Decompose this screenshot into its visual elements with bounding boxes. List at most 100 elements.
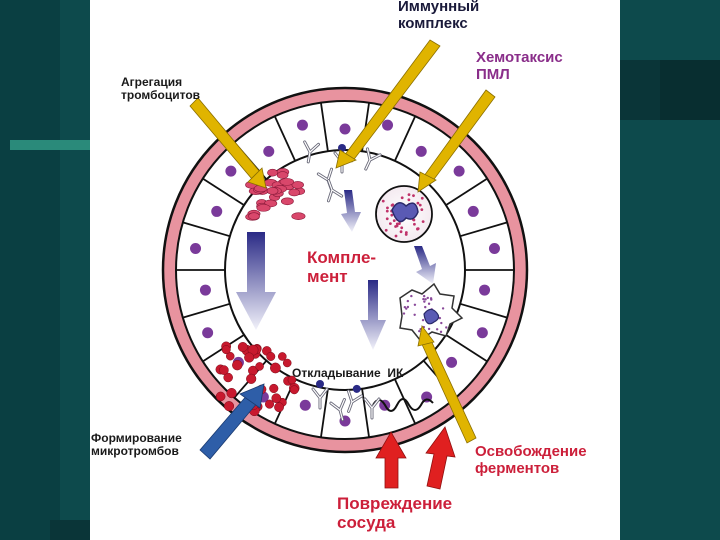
platelet bbox=[291, 212, 306, 220]
microthrombus-cell bbox=[221, 345, 231, 355]
cell-boundary bbox=[445, 334, 488, 363]
antibody bbox=[364, 147, 382, 171]
pointer-enzyme-release bbox=[417, 325, 477, 444]
pointer-vessel-damage-2 bbox=[425, 426, 456, 490]
pointer-chemotaxis bbox=[417, 89, 496, 193]
damaged-endothelium bbox=[372, 398, 434, 412]
background-block-bottom bbox=[50, 520, 90, 540]
vessel-diagram bbox=[161, 39, 529, 490]
pointer-vessel-damage-1 bbox=[375, 431, 407, 489]
cell-nucleus bbox=[446, 356, 458, 368]
process-arrow-complement bbox=[360, 280, 386, 350]
microthrombus-cell bbox=[232, 359, 243, 371]
background-stripe-left bbox=[0, 0, 60, 540]
microthrombus-cell bbox=[223, 401, 235, 412]
cell-nucleus bbox=[225, 165, 237, 177]
microthrombus-cell bbox=[237, 342, 248, 352]
cell-boundary bbox=[273, 115, 296, 162]
cell-boundary bbox=[394, 115, 417, 162]
pointer-immune-complex bbox=[335, 39, 441, 169]
cell-boundary bbox=[182, 302, 231, 319]
platelet-cluster bbox=[245, 168, 306, 221]
antibody bbox=[329, 397, 346, 422]
platelet bbox=[267, 168, 278, 177]
platelet bbox=[276, 171, 289, 179]
endothelial-cell-boundaries bbox=[176, 102, 514, 438]
antibody bbox=[311, 380, 329, 410]
process-arrow-small-1 bbox=[341, 190, 361, 232]
microthrombus-cell bbox=[255, 362, 264, 371]
cell-nucleus bbox=[453, 165, 465, 177]
immune-complexes bbox=[303, 140, 382, 422]
process-arrow-large bbox=[236, 232, 276, 330]
microthrombus-cell bbox=[270, 362, 281, 374]
pointer-platelet-aggregation bbox=[189, 97, 267, 189]
antibody bbox=[327, 179, 344, 203]
microthrombus-cell bbox=[246, 373, 257, 384]
microthrombus-cell bbox=[271, 393, 282, 404]
cell-nucleus bbox=[415, 145, 427, 157]
label-enzyme-release: Освобождение ферментов bbox=[475, 443, 587, 477]
microthrombus-cell bbox=[244, 352, 255, 363]
microthrombus-cluster bbox=[215, 341, 300, 417]
antibody bbox=[303, 140, 320, 164]
microthrombus-cell bbox=[225, 351, 235, 361]
cell-nucleus bbox=[488, 243, 500, 255]
microthrombus-cell bbox=[264, 399, 275, 409]
platelet bbox=[280, 197, 294, 206]
cell-boundary bbox=[202, 177, 245, 206]
cell-nucleus bbox=[382, 119, 394, 131]
microthrombus-cell bbox=[289, 385, 299, 395]
label-complement: Компле- мент bbox=[307, 248, 377, 287]
microthrombus-cell bbox=[269, 383, 279, 394]
cell-nucleus bbox=[296, 119, 308, 131]
microthrombus-cell bbox=[215, 391, 226, 402]
cell-nucleus bbox=[467, 205, 479, 217]
microthrombus-cell bbox=[274, 402, 284, 413]
label-ic-deposition: Откладывание ИК bbox=[292, 366, 404, 380]
platelet bbox=[266, 187, 279, 195]
microthrombus-cell bbox=[226, 387, 237, 399]
cell-boundary bbox=[361, 388, 370, 438]
pml-neutrophil bbox=[375, 185, 433, 243]
label-immune-complex: Иммунный комплекс bbox=[398, 0, 480, 32]
cell-nucleus bbox=[211, 205, 223, 217]
microthrombus-cell bbox=[266, 351, 276, 361]
label-platelet-aggregation: Агрегация тромбоцитов bbox=[121, 75, 201, 103]
background-bar-left bbox=[10, 140, 90, 150]
label-microthrombi: Формирование микротромбов bbox=[91, 431, 182, 459]
label-vessel-damage: Повреждение сосуда bbox=[337, 494, 453, 533]
cell-nucleus bbox=[476, 327, 488, 339]
cell-nucleus bbox=[263, 145, 275, 157]
microthrombus-cell bbox=[223, 372, 233, 383]
antibody bbox=[363, 397, 381, 420]
platelet bbox=[279, 178, 295, 186]
cell-boundary bbox=[394, 378, 417, 425]
platelet bbox=[291, 181, 304, 189]
cell-boundary bbox=[182, 221, 231, 238]
cell-nucleus bbox=[479, 284, 491, 296]
background-block-right-2 bbox=[660, 60, 720, 120]
platelet bbox=[248, 212, 260, 220]
cell-nucleus bbox=[199, 284, 211, 296]
platelet bbox=[288, 188, 300, 197]
cell-nucleus bbox=[299, 399, 311, 411]
activated-pml bbox=[399, 282, 464, 342]
cell-boundary bbox=[445, 177, 488, 206]
microthrombus-cell bbox=[277, 352, 287, 361]
cell-boundary bbox=[459, 221, 508, 238]
cell-nucleus bbox=[190, 243, 202, 255]
cell-boundary bbox=[459, 302, 508, 319]
platelet bbox=[256, 204, 271, 212]
microthrombus-cell bbox=[219, 365, 229, 375]
antibody bbox=[347, 384, 364, 413]
microthrombus-cell bbox=[282, 358, 292, 368]
pointer-microthrombi bbox=[199, 383, 265, 460]
cell-nucleus bbox=[339, 123, 351, 135]
cell-boundary bbox=[320, 388, 329, 438]
cell-nucleus bbox=[202, 327, 214, 339]
process-arrow-small-2 bbox=[414, 246, 436, 284]
cell-boundary bbox=[320, 102, 329, 152]
slide-canvas: Иммунный комплекс Хемотаксис ПМЛ Агрегац… bbox=[90, 0, 620, 540]
label-chemotaxis: Хемотаксис ПМЛ bbox=[476, 49, 563, 83]
